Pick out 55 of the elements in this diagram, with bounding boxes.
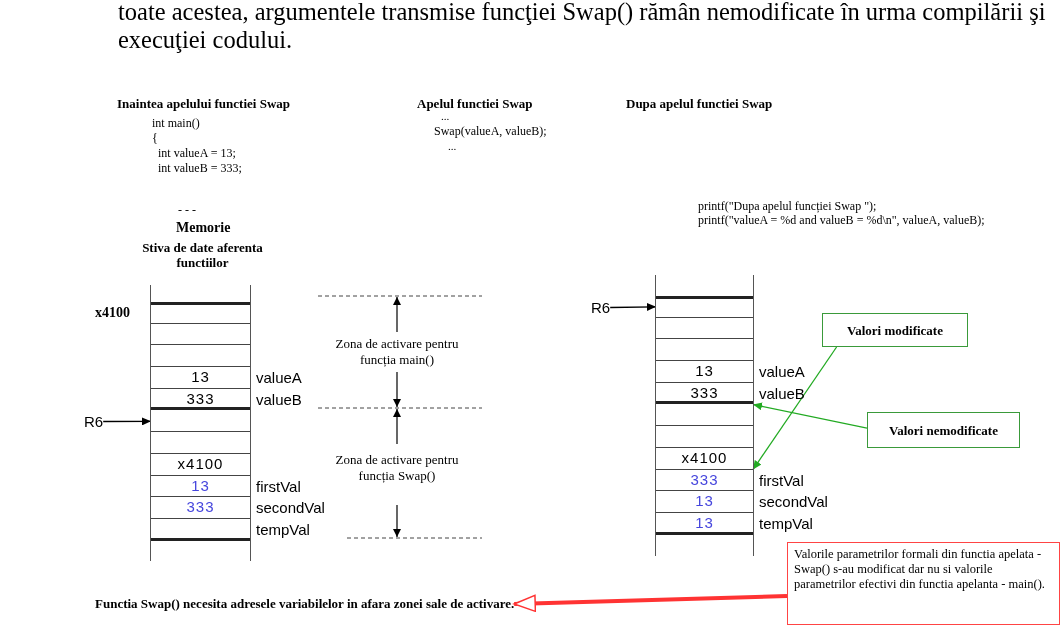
memory-cell: x4100: [656, 447, 753, 470]
variable-label: valueA: [256, 369, 302, 387]
arrow: [752, 346, 838, 471]
arrow: [752, 402, 868, 429]
memory-cell: 13: [151, 475, 250, 498]
variable-label: valueB: [759, 384, 805, 402]
note-box: Valorile parametrilor formali din functia apelata - Swap() s-au modificat dar nu si valorile parametrilor efectivi din functia apelanta - main().: [787, 542, 1060, 625]
variable-label: firstVal: [759, 471, 804, 489]
memory-cell: 333: [656, 382, 753, 405]
variable-label: secondVal: [759, 493, 828, 511]
variable-label: firstVal: [256, 477, 301, 495]
code-line: - - -: [178, 203, 196, 218]
memory-cell: [656, 296, 753, 318]
variable-label: tempVal: [759, 515, 813, 532]
section-heading: Inaintea apelului functiei Swap: [117, 96, 290, 112]
memory-stack: [655, 275, 754, 556]
code-line: printf("Dupa apelul funcției Swap ");: [698, 199, 877, 214]
code-line: ...: [441, 110, 450, 122]
register-label: R6: [591, 299, 611, 316]
memory-cell: 13: [151, 367, 250, 389]
section-heading: Stiva de date aferenta functiilor: [141, 240, 264, 270]
code-line: int valueB = 333;: [158, 161, 242, 176]
note-text: Functia Swap() necesita adresele variabilelor in afara zonei sale de activare.: [95, 596, 515, 612]
memory-cell: [151, 302, 250, 324]
zone-label: Zona de activare pentru funcția Swap(): [334, 452, 460, 484]
memory-cell: 13: [656, 513, 753, 535]
section-heading: Memorie: [176, 220, 231, 236]
memory-stack: [150, 285, 251, 561]
arrow: [513, 593, 788, 613]
code-line: printf("valueA = %d and valueB = %d\n", valueA, valueB);: [698, 213, 985, 228]
variable-label: valueA: [759, 363, 805, 381]
variable-label: valueB: [256, 390, 302, 408]
section-heading: Dupa apelul functiei Swap: [626, 96, 773, 112]
variable-label: tempVal: [256, 521, 310, 538]
code-line: Swap(valueA, valueB);: [434, 124, 547, 139]
code-line: {: [152, 131, 158, 146]
arrow: [609, 302, 657, 311]
memory-cell: 333: [151, 497, 250, 519]
address-label: x4100: [95, 304, 130, 321]
zone-label: Zona de activare pentru funcția main(): [334, 336, 460, 368]
memory-cell: 333: [151, 388, 250, 411]
section-heading: Apelul functiei Swap: [417, 96, 533, 112]
callout-box: Valori modificate: [822, 313, 968, 347]
memory-cell: x4100: [151, 453, 250, 476]
code-line: ...: [448, 140, 457, 152]
memory-cell: 13: [656, 491, 753, 513]
memory-cell: 333: [656, 469, 753, 492]
code-line: int valueA = 13;: [158, 146, 236, 161]
register-label: R6: [84, 413, 104, 430]
paragraph-text: toate acestea, argumentele transmise funcţiei Swap() rămân nemodificate în urma compilării şi execuţiei codului.: [118, 0, 1047, 54]
memory-cell: 13: [656, 361, 753, 383]
arrow: [102, 417, 152, 426]
code-line: int main(): [152, 116, 200, 131]
variable-label: secondVal: [256, 499, 325, 517]
callout-box: Valori nemodificate: [867, 412, 1020, 448]
